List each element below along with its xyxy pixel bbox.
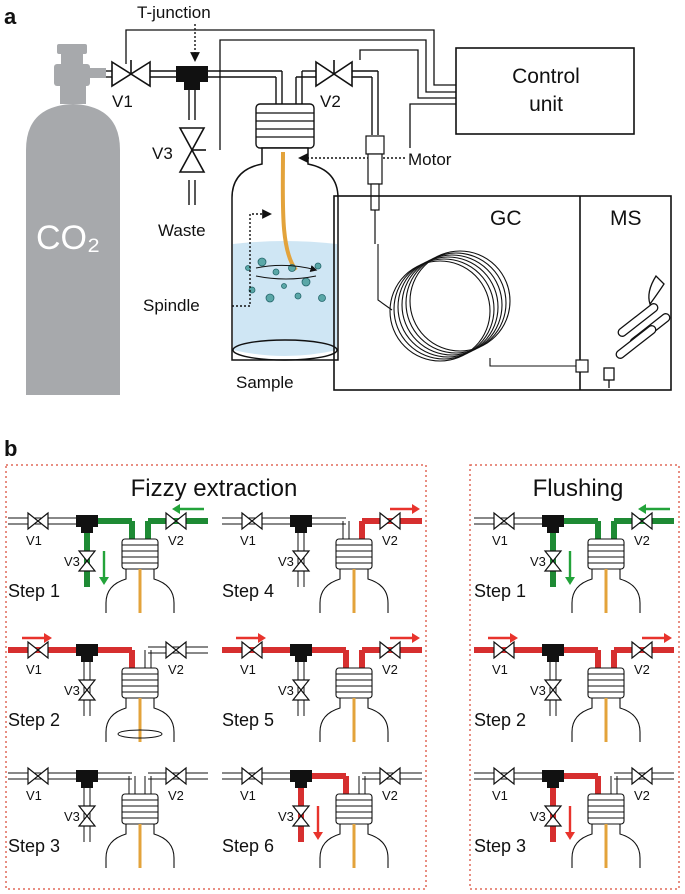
step-v1-label: V1	[492, 533, 508, 548]
step-v1-label: V1	[240, 533, 256, 548]
sample-label: Sample	[236, 373, 294, 392]
step-v2-label: V2	[382, 788, 398, 803]
control-wires	[125, 29, 456, 150]
ms-detector	[603, 274, 671, 388]
step-v3-label: V3	[64, 683, 80, 698]
control-unit-line1: Control	[512, 65, 580, 88]
gc-label: GC	[490, 207, 522, 230]
cylinder-valve-knob	[57, 44, 87, 54]
valve-v3	[178, 127, 206, 173]
valve-v2	[315, 60, 353, 88]
step-label: Step 5	[222, 710, 274, 730]
transfer-line	[575, 359, 589, 373]
sample-vial	[231, 103, 339, 361]
step-v2-label: V2	[168, 533, 184, 548]
step-v2-label: V2	[168, 788, 184, 803]
step-label: Step 2	[8, 710, 60, 730]
spindle-needle	[280, 151, 298, 272]
gc-ms-box	[333, 195, 672, 391]
bubbles	[245, 257, 326, 303]
step-v3-label: V3	[278, 554, 294, 569]
step-v1-label: V1	[26, 533, 42, 548]
step-label: Step 1	[8, 581, 60, 601]
co2-cylinder: CO₂	[26, 44, 120, 395]
step-v3-label: V3	[64, 554, 80, 569]
v1-label: V1	[112, 92, 133, 111]
fizzy-extraction-title: Fizzy extraction	[131, 475, 298, 502]
step-v2-label: V2	[634, 788, 650, 803]
motor-label: Motor	[408, 150, 452, 169]
main-gas-line	[106, 70, 379, 205]
spindle-arrow	[232, 209, 272, 307]
step-v3-label: V3	[530, 809, 546, 824]
step-v1-label: V1	[26, 788, 42, 803]
step-v3-label: V3	[278, 683, 294, 698]
step-v3-label: V3	[64, 809, 80, 824]
step-v1-label: V1	[492, 788, 508, 803]
co2-label: CO₂	[36, 219, 100, 257]
control-unit-box	[455, 47, 635, 135]
panel-a-label: a	[4, 4, 17, 29]
spindle-label: Spindle	[143, 296, 200, 315]
step-label: Step 6	[222, 836, 274, 856]
step-v2-label: V2	[382, 533, 398, 548]
waste-label: Waste	[158, 221, 206, 240]
t-junction-label: T-junction	[137, 3, 211, 22]
step-v1-label: V1	[240, 662, 256, 677]
cylinder-body	[26, 104, 120, 395]
v2-label: V2	[320, 92, 341, 111]
step-v1-label: V1	[492, 662, 508, 677]
step-label: Step 2	[474, 710, 526, 730]
step-v3-label: V3	[278, 809, 294, 824]
step-v2-label: V2	[168, 662, 184, 677]
step-label: Step 3	[474, 836, 526, 856]
step-label: Step 3	[8, 836, 60, 856]
panel-b-label: b	[4, 436, 17, 461]
fizzy-extraction-panel	[5, 464, 427, 890]
step-v2-label: V2	[382, 662, 398, 677]
step-v3-label: V3	[530, 683, 546, 698]
step-v1-label: V1	[240, 788, 256, 803]
flushing-title: Flushing	[533, 475, 624, 502]
step-v2-label: V2	[634, 662, 650, 677]
control-unit-line2: unit	[529, 93, 563, 116]
step-v2-label: V2	[634, 533, 650, 548]
step-label: Step 1	[474, 581, 526, 601]
v3-label: V3	[152, 144, 173, 163]
ms-label: MS	[610, 207, 642, 230]
flushing-panel	[469, 464, 680, 890]
t-junction-block	[176, 66, 208, 82]
gc-injector	[365, 135, 385, 244]
step-label: Step 4	[222, 581, 274, 601]
panel-a: a CO₂	[4, 3, 672, 395]
gc-column-coil	[377, 244, 576, 367]
step-v3-label: V3	[530, 554, 546, 569]
step-v1-label: V1	[26, 662, 42, 677]
valve-v1	[111, 60, 151, 88]
